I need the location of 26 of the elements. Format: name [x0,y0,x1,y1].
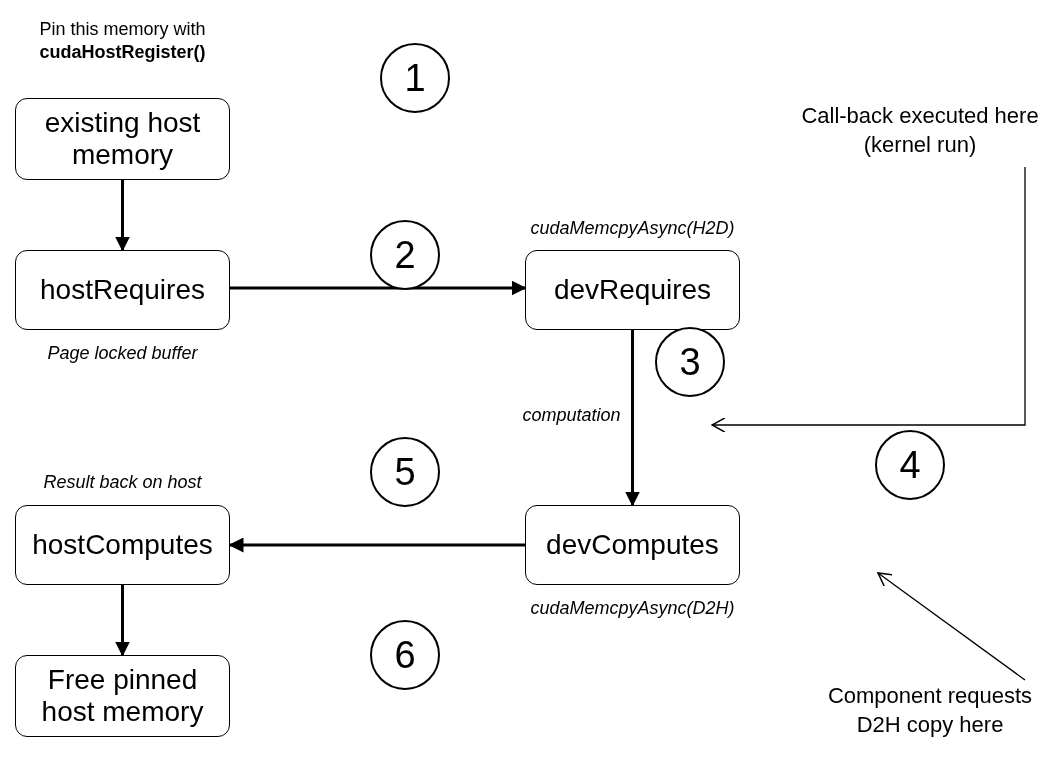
note-text: Call-back executed here (kernel run) [790,100,1050,162]
step-number-circle: 3 [655,327,725,397]
arrow [228,537,525,553]
annotation-text: cudaMemcpyAsync(D2H) [529,598,736,619]
step-number-circle: 5 [370,437,440,507]
annotation-text: Pin this memory with cudaHostRegister() [38,18,207,65]
annotation-text: Page locked buffer [46,343,199,364]
arrow [115,585,130,657]
step-number-circle: 2 [370,220,440,290]
leader-line [711,166,1026,433]
annotation-text: Result back on host [42,472,203,493]
step-number-circle: 1 [380,43,450,113]
step-number-circle: 6 [370,620,440,690]
arrow [230,280,527,296]
process-box: hostComputes [15,505,230,585]
arrow [115,180,130,252]
process-box: existing host memory [15,98,230,180]
step-number-circle: 4 [875,430,945,500]
process-box: devComputes [525,505,740,585]
process-box: devRequires [525,250,740,330]
note-text: Component requests D2H copy here [805,680,1055,742]
process-box: hostRequires [15,250,230,330]
process-box: Free pinned host memory [15,655,230,737]
annotation-text: cudaMemcpyAsync(H2D) [529,218,736,239]
leader-line [877,572,1026,681]
arrow [625,330,640,507]
